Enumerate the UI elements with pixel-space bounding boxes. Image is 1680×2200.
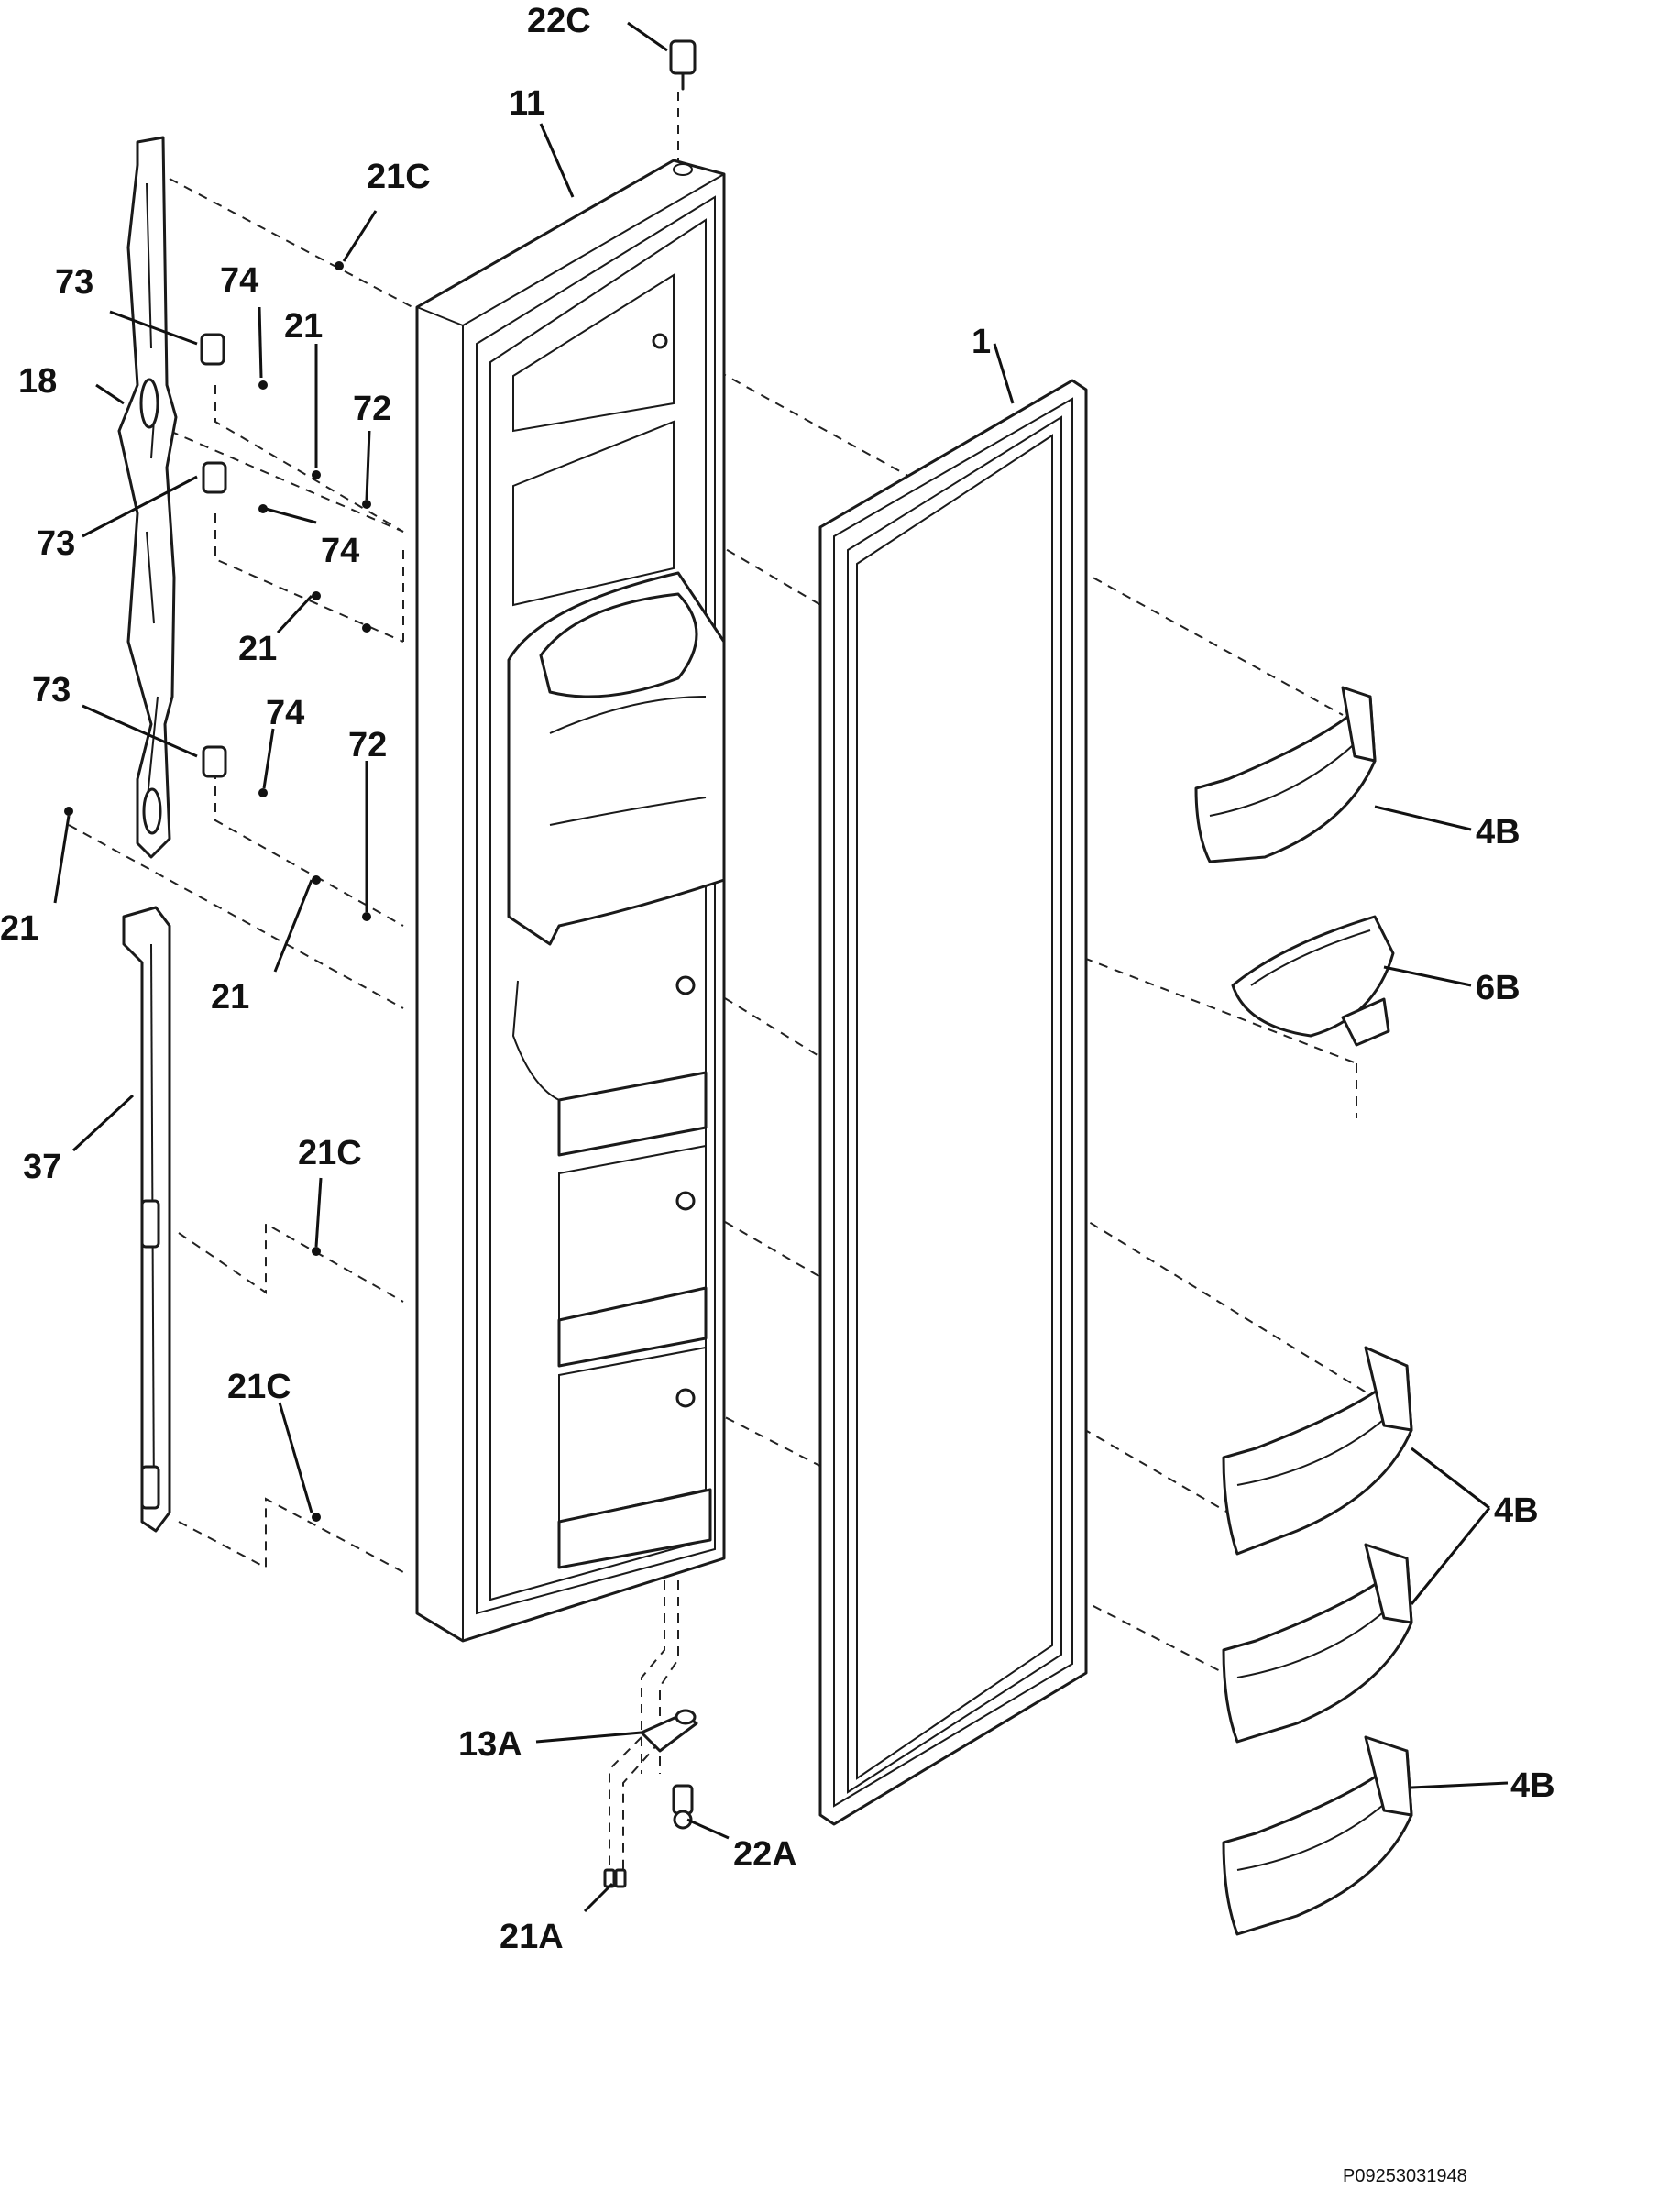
label-21-a: 21 <box>284 307 323 346</box>
label-1: 1 <box>972 323 991 361</box>
door-bin-part-4B-mid2 <box>1222 1543 1413 1744</box>
cup-holder-part-6B <box>1231 915 1395 1047</box>
label-74-b: 74 <box>321 532 359 570</box>
label-72-b: 72 <box>348 726 387 764</box>
leader-lines <box>53 21 1509 1913</box>
callout-labels: 22C 11 21C 73 74 21 18 72 73 74 21 73 74… <box>0 2 1555 2186</box>
door-bin-part-4B-top <box>1194 686 1377 864</box>
label-21C-top: 21C <box>367 158 431 196</box>
door-gasket-part-1 <box>818 379 1088 1826</box>
label-21-c: 21 <box>0 909 38 948</box>
label-18: 18 <box>18 362 57 401</box>
label-37: 37 <box>23 1148 61 1186</box>
label-21-d: 21 <box>211 978 249 1017</box>
label-21C-low: 21C <box>227 1368 291 1406</box>
label-4B-mid: 4B <box>1494 1491 1539 1530</box>
label-4B-top: 4B <box>1476 813 1521 852</box>
handle-hardware <box>64 261 371 1522</box>
hinge-pin-part-22C <box>669 39 697 91</box>
label-22A: 22A <box>733 1835 797 1874</box>
bottom-hinge-part-13A <box>640 1709 698 1753</box>
label-73-b: 73 <box>37 524 75 563</box>
door-panel-part-11 <box>415 159 726 1643</box>
label-21-b: 21 <box>238 630 277 668</box>
label-21A: 21A <box>500 1918 564 1956</box>
label-22C-top: 22C <box>527 2 591 40</box>
label-4B-bottom: 4B <box>1510 1766 1555 1805</box>
assembly-lines <box>68 92 1399 1870</box>
handle-trim-part-37 <box>122 906 171 1533</box>
label-13A: 13A <box>458 1725 522 1764</box>
label-73-c: 73 <box>32 671 71 710</box>
label-73-a: 73 <box>55 263 93 302</box>
label-11: 11 <box>509 84 545 123</box>
drawing-code: P09253031948 <box>1343 2166 1467 2186</box>
label-74-a: 74 <box>220 261 258 300</box>
label-6B: 6B <box>1476 969 1521 1007</box>
bottom-pin-part-22A <box>672 1784 694 1830</box>
label-72-a: 72 <box>353 390 391 428</box>
label-74-c: 74 <box>266 694 304 732</box>
door-bin-part-4B-mid1 <box>1222 1346 1413 1556</box>
screw-part-21A <box>603 1868 627 1888</box>
label-21C-mid: 21C <box>298 1134 362 1172</box>
door-bin-part-4B-bottom <box>1222 1735 1413 1936</box>
door-handle-part-18 <box>117 136 178 859</box>
